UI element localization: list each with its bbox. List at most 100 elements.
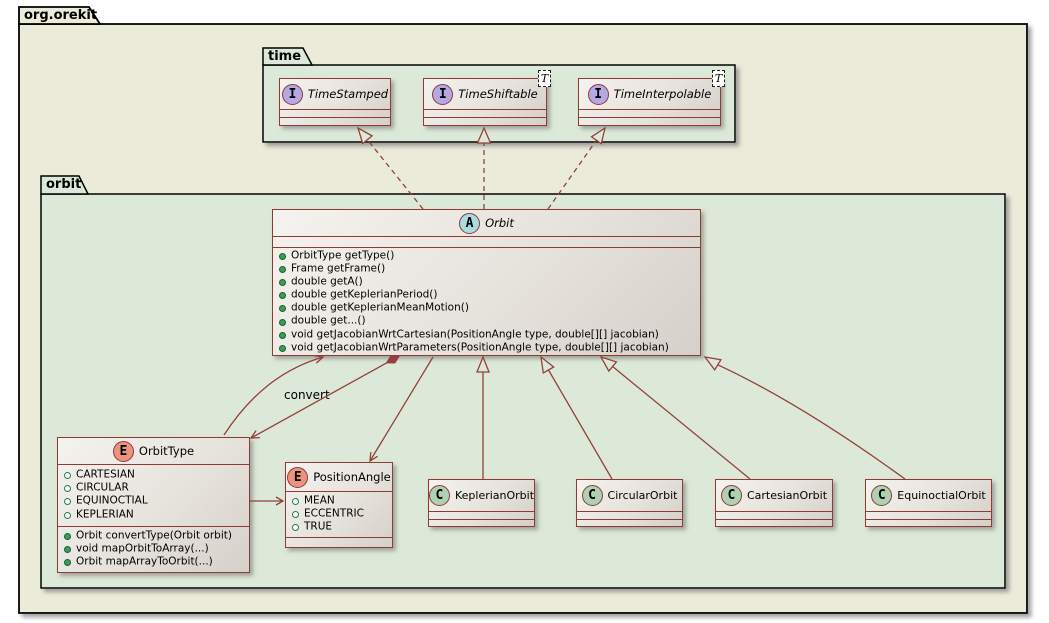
methods-compartment bbox=[716, 519, 832, 526]
enum-constant: EQUINOCTIAL bbox=[76, 494, 148, 507]
generic-type-badge: T bbox=[712, 70, 725, 87]
public-method-icon bbox=[279, 331, 286, 339]
method-text: double getKeplerianPeriod() bbox=[291, 288, 438, 301]
fields-compartment bbox=[280, 109, 390, 117]
class-circularorbit-title: C CircularOrbit bbox=[577, 480, 682, 511]
method-text: Orbit mapArrayToOrbit(...) bbox=[76, 555, 213, 568]
public-method-icon bbox=[279, 292, 286, 300]
class-keplerianorbit: C KeplerianOrbit bbox=[428, 479, 535, 527]
method-row: double getA() bbox=[273, 275, 700, 289]
class-orbit: A Orbit OrbitType getType() Frame getFra… bbox=[272, 209, 701, 356]
field-icon bbox=[64, 511, 71, 519]
package-label-orbit: orbit bbox=[46, 177, 82, 192]
abstract-icon: A bbox=[459, 212, 481, 234]
method-text: OrbitType getType() bbox=[291, 249, 395, 261]
interface-name: TimeShiftable bbox=[458, 87, 538, 101]
class-cartesianorbit: C CartesianOrbit bbox=[715, 479, 833, 527]
method-row: double getKeplerianPeriod() bbox=[273, 289, 700, 302]
interface-icon: I bbox=[281, 83, 303, 105]
enum-name: OrbitType bbox=[138, 444, 195, 458]
methods-compartment bbox=[579, 117, 720, 125]
class-circularorbit: C CircularOrbit bbox=[576, 479, 683, 527]
field-icon bbox=[292, 511, 299, 519]
method-row: OrbitType getType() bbox=[273, 249, 700, 263]
class-equinoctialorbit: C EquinoctialOrbit bbox=[865, 479, 992, 527]
enum-constant-row: CARTESIAN bbox=[58, 469, 249, 482]
field-icon bbox=[64, 485, 71, 493]
field-icon bbox=[292, 524, 299, 532]
package-label-org-orekit: org.orekit bbox=[24, 8, 98, 23]
method-text: Frame getFrame() bbox=[291, 262, 386, 275]
enum-positionangle: E PositionAngle MEAN ECCENTRIC TRUE bbox=[285, 462, 393, 548]
method-row: double get...() bbox=[273, 315, 700, 328]
interface-timeshiftable-title: I TimeShiftable bbox=[424, 79, 546, 109]
method-row: Frame getFrame() bbox=[273, 262, 700, 276]
enum-constant-row: KEPLERIAN bbox=[58, 508, 249, 522]
public-method-icon bbox=[279, 278, 286, 286]
methods-compartment: OrbitType getType() Frame getFrame() dou… bbox=[273, 246, 700, 356]
methods-compartment bbox=[424, 117, 546, 125]
enum-constant: CIRCULAR bbox=[76, 481, 129, 494]
enum-name: PositionAngle bbox=[313, 470, 391, 484]
fields-compartment bbox=[273, 236, 700, 246]
method-text: double getKeplerianMeanMotion() bbox=[291, 301, 469, 314]
field-icon bbox=[64, 498, 71, 506]
method-row: Orbit mapArrayToOrbit(...) bbox=[58, 556, 249, 569]
interface-timeshiftable: T I TimeShiftable bbox=[423, 70, 551, 126]
methods-compartment bbox=[286, 537, 392, 547]
enum-positionangle-title: E PositionAngle bbox=[286, 463, 392, 491]
method-text: double getA() bbox=[291, 275, 363, 288]
enum-icon: E bbox=[287, 466, 309, 488]
enum-orbittype-title: E OrbitType bbox=[58, 438, 249, 464]
method-text: void getJacobianWrtParameters(PositionAn… bbox=[291, 341, 669, 354]
class-icon: C bbox=[871, 485, 893, 506]
class-name: EquinoctialOrbit bbox=[897, 489, 986, 502]
fields-compartment bbox=[716, 511, 832, 519]
interface-timeinterpolable-title: I TimeInterpolable bbox=[579, 79, 720, 109]
enum-constant: CARTESIAN bbox=[76, 468, 135, 481]
enum-constant-row: CIRCULAR bbox=[58, 482, 249, 495]
methods-compartment bbox=[280, 117, 390, 125]
class-name: KeplerianOrbit bbox=[454, 489, 535, 502]
method-row: void mapOrbitToArray(...) bbox=[58, 543, 249, 556]
public-method-icon bbox=[64, 546, 71, 554]
class-cartesianorbit-title: C CartesianOrbit bbox=[716, 480, 832, 511]
public-method-icon bbox=[64, 533, 71, 541]
enum-constant: KEPLERIAN bbox=[76, 508, 134, 521]
enum-constant-row: ECCENTRIC bbox=[286, 508, 392, 521]
class-orbit-title: A Orbit bbox=[273, 210, 700, 236]
enum-constant-row: TRUE bbox=[286, 521, 392, 534]
public-method-icon bbox=[279, 252, 286, 260]
enum-constant-row: MEAN bbox=[286, 495, 392, 508]
interface-timestamped: I TimeStamped bbox=[279, 78, 391, 126]
fields-compartment bbox=[429, 511, 534, 519]
enum-constant: TRUE bbox=[304, 520, 333, 533]
class-name: CircularOrbit bbox=[607, 489, 678, 502]
class-keplerianorbit-title: C KeplerianOrbit bbox=[428, 480, 535, 511]
field-icon bbox=[292, 498, 299, 506]
method-text: Orbit convertType(Orbit orbit) bbox=[76, 529, 232, 542]
enum-constant: ECCENTRIC bbox=[304, 507, 364, 520]
fields-compartment: MEAN ECCENTRIC TRUE bbox=[286, 491, 392, 537]
public-method-icon bbox=[279, 265, 286, 273]
enum-orbittype: E OrbitType CARTESIAN CIRCULAR EQUINOCTI… bbox=[57, 437, 250, 573]
class-equinoctialorbit-title: C EquinoctialOrbit bbox=[866, 480, 991, 511]
method-row: Orbit convertType(Orbit orbit) bbox=[58, 530, 249, 543]
interface-timestamped-title: I TimeStamped bbox=[280, 79, 390, 109]
public-method-icon bbox=[279, 318, 286, 326]
package-label-time: time bbox=[268, 49, 302, 64]
method-row: void getJacobianWrtCartesian(PositionAng… bbox=[273, 328, 700, 342]
interface-name: TimeInterpolable bbox=[613, 87, 712, 101]
class-name: CartesianOrbit bbox=[746, 489, 828, 502]
enum-constant-row: EQUINOCTIAL bbox=[58, 495, 249, 508]
method-row: void getJacobianWrtParameters(PositionAn… bbox=[273, 341, 700, 355]
public-method-icon bbox=[279, 344, 286, 352]
class-icon: C bbox=[428, 485, 450, 506]
fields-compartment: CARTESIAN CIRCULAR EQUINOCTIAL KEPLERIAN bbox=[58, 464, 249, 526]
fields-compartment bbox=[424, 109, 546, 117]
method-row: double getKeplerianMeanMotion() bbox=[273, 302, 700, 315]
class-name: Orbit bbox=[485, 216, 514, 231]
method-text: void getJacobianWrtCartesian(PositionAng… bbox=[291, 328, 659, 341]
method-text: void mapOrbitToArray(...) bbox=[76, 542, 209, 555]
